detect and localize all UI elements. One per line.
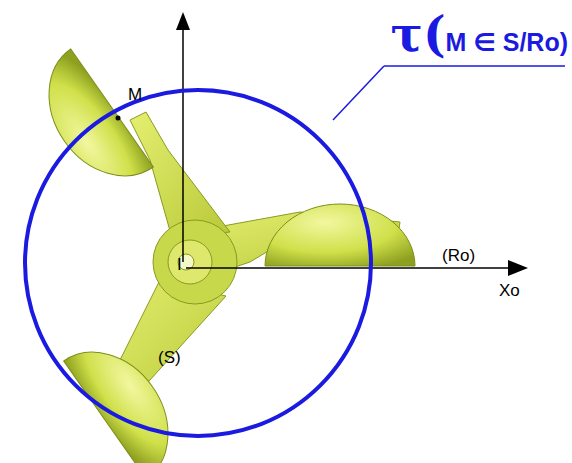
solid-label: (S) bbox=[158, 349, 181, 366]
frame-label: (Ro) bbox=[442, 247, 475, 264]
cup-upper-left bbox=[23, 49, 153, 200]
trajectory-label: τ(M ∈ S/Ro) bbox=[391, 10, 568, 58]
leader-line bbox=[333, 66, 565, 120]
axis-label: Xo bbox=[499, 282, 520, 299]
point-label: M bbox=[128, 86, 142, 103]
center-label: I bbox=[177, 256, 182, 273]
cup-lower-left bbox=[64, 328, 194, 463]
trajectory-circle bbox=[25, 90, 371, 436]
point-marker bbox=[116, 116, 121, 121]
cup-right bbox=[265, 204, 415, 266]
